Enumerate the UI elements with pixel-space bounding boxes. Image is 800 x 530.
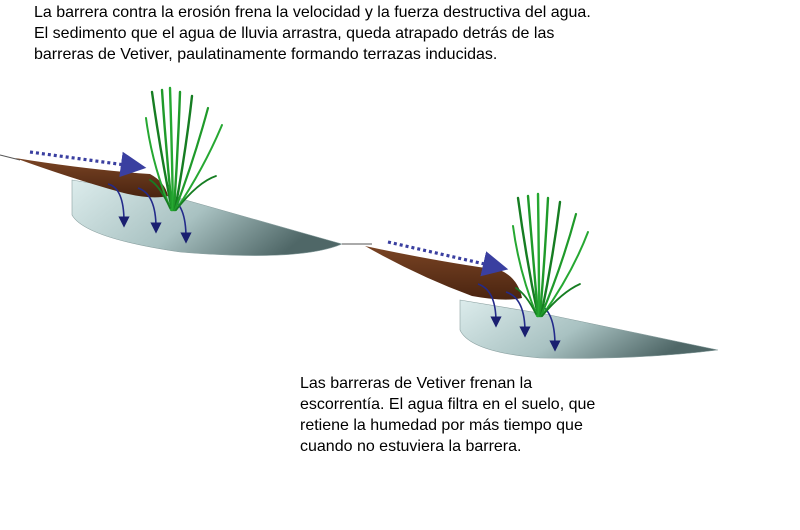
soil-wedge-lower — [459, 299, 719, 359]
caption-bottom-line-1: Las barreras de Vetiver frenan la — [300, 375, 533, 392]
sediment-upper — [15, 158, 168, 198]
caption-bottom-line-2: escorrentía. El agua filtra en el suelo,… — [300, 396, 596, 413]
caption-bottom-line-3: retiene la humedad por más tiempo que — [300, 417, 583, 434]
infiltration-arrow-lower-1 — [477, 283, 502, 328]
caption-bottom-line-4: cuando no estuviera la barrera. — [300, 438, 522, 455]
caption-top-line-2: El sedimento que el agua de lluvia arras… — [34, 25, 555, 42]
caption-bottom: Las barreras de Vetiver frenan la escorr… — [300, 373, 595, 457]
terrace-lower — [365, 192, 719, 359]
caption-top: La barrera contra la erosión frena la ve… — [34, 2, 591, 65]
runoff-arrow-lower — [387, 240, 509, 277]
vetiver-grass-lower — [512, 192, 589, 318]
slope-line-upper — [0, 154, 21, 161]
infiltration-arrow-upper-2 — [137, 187, 162, 234]
caption-top-line-1: La barrera contra la erosión frena la ve… — [34, 4, 591, 21]
caption-top-line-3: barreras de Vetiver, paulatinamente form… — [34, 46, 498, 63]
runoff-arrow-upper — [29, 150, 147, 178]
infiltration-arrow-upper-1 — [107, 183, 130, 228]
infiltration-arrow-lower-2 — [505, 291, 531, 338]
soil-wedge-upper — [71, 179, 343, 256]
terrace-upper — [0, 86, 372, 256]
vetiver-grass-upper — [145, 86, 223, 212]
